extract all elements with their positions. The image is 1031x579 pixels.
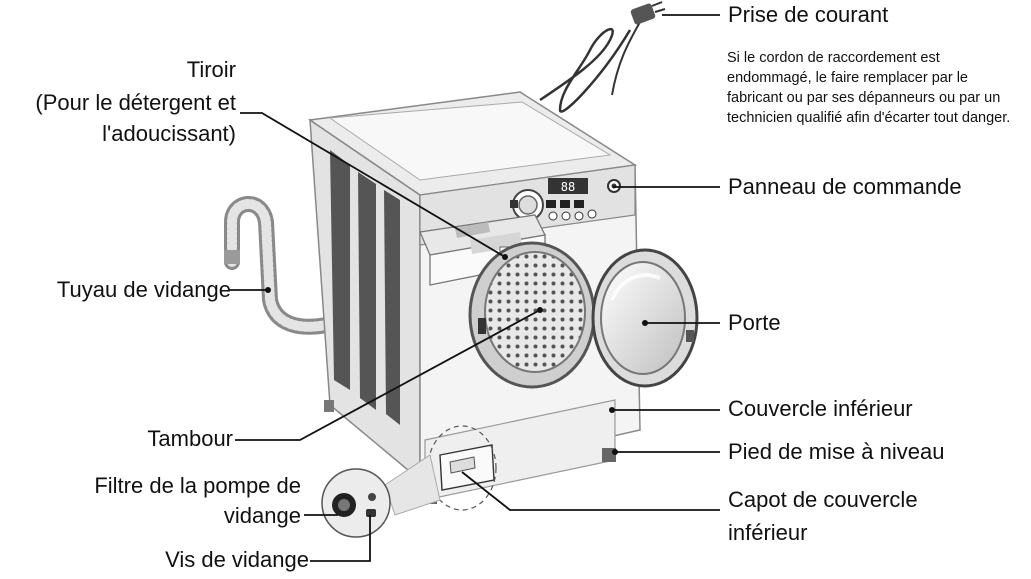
- label-drain-hose: Tuyau de vidange: [56, 277, 231, 302]
- drain-hose: [224, 196, 334, 335]
- control-panel: 88: [510, 178, 621, 221]
- label-drum: Tambour: [147, 426, 233, 451]
- label-drain-screw: Vis de vidange: [165, 547, 309, 572]
- filter-inset: [321, 454, 441, 538]
- label-control-panel: Panneau de commande: [728, 174, 962, 199]
- leader-lines: [230, 14, 720, 562]
- label-drawer-line1: Tiroir: [186, 57, 236, 82]
- label-lower-cover: Couvercle inférieur: [728, 396, 913, 421]
- power-plug-note: Si le cordon de raccordement est endomma…: [727, 50, 1011, 126]
- label-pump-filter-line1: Filtre de la pompe de: [94, 473, 301, 498]
- label-pump-filter-line2: vidange: [223, 503, 301, 528]
- label-power-plug: Prise de courant: [728, 2, 889, 27]
- panel-display: 88: [561, 180, 575, 194]
- label-leveling-foot: Pied de mise à niveau: [728, 439, 945, 464]
- power-cord: [539, 1, 666, 113]
- plug-icon: [630, 3, 656, 25]
- door: [591, 248, 699, 388]
- leader-dots: [265, 254, 648, 455]
- drain-screw-icon: [366, 509, 376, 517]
- label-lower-cover-cap-line2: inférieur: [728, 520, 808, 545]
- label-drawer-line3: l'adoucissant): [102, 121, 236, 146]
- label-drawer-line2: (Pour le détergent et: [35, 90, 236, 115]
- label-door: Porte: [728, 310, 781, 335]
- door-handle-icon: [686, 330, 694, 342]
- label-lower-cover-cap-line1: Capot de couvercle: [728, 487, 918, 512]
